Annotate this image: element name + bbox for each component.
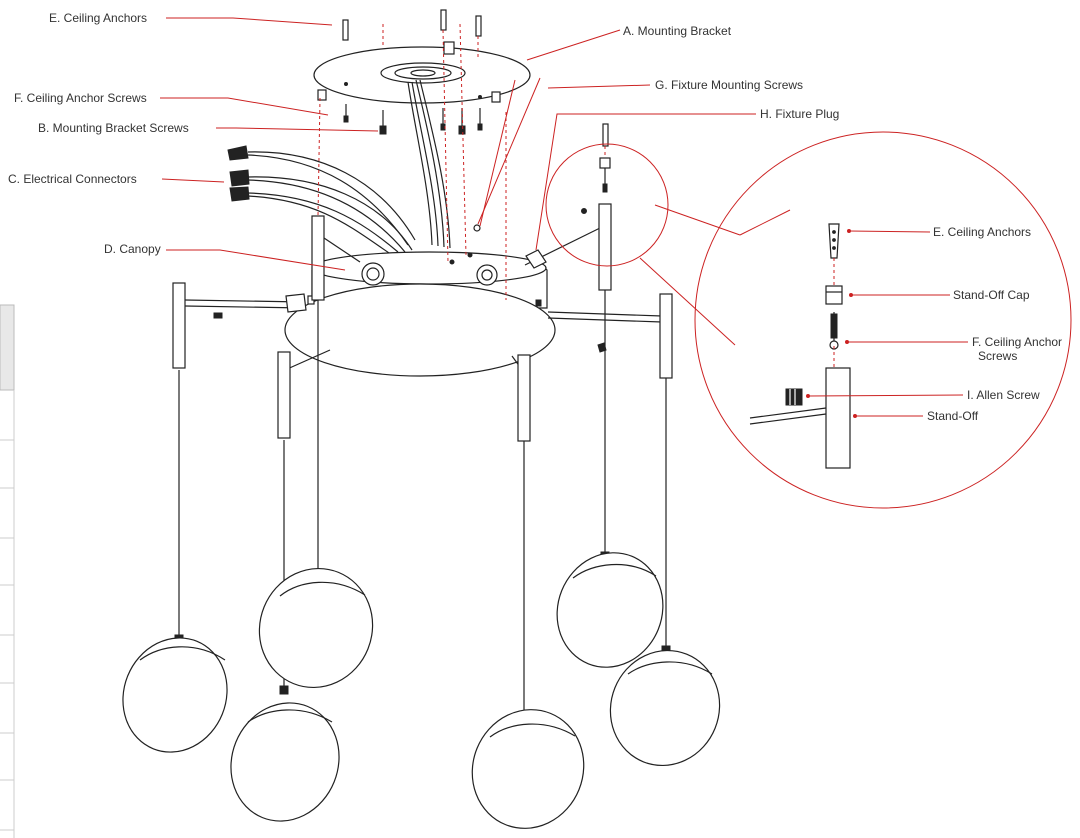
bracket-screws xyxy=(343,104,483,135)
detail-labels: E. Ceiling Anchors Stand-Off Cap F. Ceil… xyxy=(927,225,1062,423)
electrical-connectors xyxy=(227,145,250,202)
label-canopy: D. Canopy xyxy=(104,242,161,256)
detail-label-stand-off: Stand-Off xyxy=(927,409,979,423)
detail-label-ceiling-anchors: E. Ceiling Anchors xyxy=(933,225,1031,239)
pendant-globes xyxy=(122,551,721,829)
wires xyxy=(247,79,451,256)
label-mounting-bracket: A. Mounting Bracket xyxy=(623,24,732,38)
cropped-side-table xyxy=(0,304,15,838)
label-fixture-mounting-screws: G. Fixture Mounting Screws xyxy=(655,78,803,92)
label-electrical-connectors: C. Electrical Connectors xyxy=(8,172,137,186)
detail-label-stand-off-cap: Stand-Off Cap xyxy=(953,288,1030,302)
mounting-bracket xyxy=(313,41,531,104)
fixture-mounting-screw-loose xyxy=(473,208,587,232)
top-right-detail-stack xyxy=(599,123,611,193)
detail-label-ceiling-anchor-screws-2: Screws xyxy=(978,349,1017,363)
detail-leader-lines xyxy=(806,229,968,418)
detail-label-ceiling-anchor-screws: F. Ceiling Anchor xyxy=(972,335,1062,349)
stand-offs xyxy=(172,203,673,442)
canopy xyxy=(284,251,556,377)
detail-label-allen-screw: I. Allen Screw xyxy=(967,388,1040,402)
detail-callout-circles xyxy=(545,131,1072,509)
detail-parts xyxy=(749,223,851,469)
label-ceiling-anchor-screws: F. Ceiling Anchor Screws xyxy=(14,91,147,105)
label-fixture-plug: H. Fixture Plug xyxy=(760,107,839,121)
allen-screws-main xyxy=(213,312,607,353)
part-labels: E. Ceiling Anchors A. Mounting Bracket F… xyxy=(8,11,839,256)
leader-lines xyxy=(160,17,756,300)
label-ceiling-anchors: E. Ceiling Anchors xyxy=(49,11,147,25)
label-mounting-bracket-screws: B. Mounting Bracket Screws xyxy=(38,121,189,135)
